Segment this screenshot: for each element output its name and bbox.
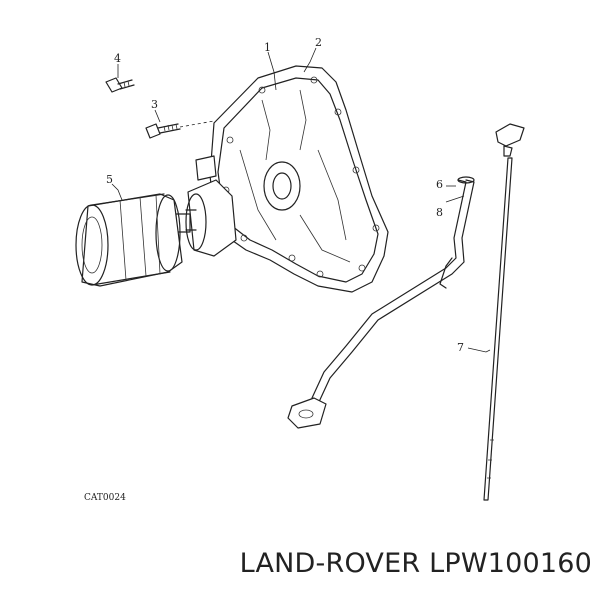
dipstick-tube bbox=[287, 176, 475, 429]
callout-3: 3 bbox=[151, 98, 158, 111]
bolt-3 bbox=[145, 123, 181, 139]
dipstick bbox=[483, 123, 525, 501]
callout-7: 7 bbox=[457, 341, 464, 354]
callout-4: 4 bbox=[114, 52, 121, 65]
oil-pump-housing bbox=[195, 65, 389, 293]
catalog-reference: CAT0024 bbox=[84, 493, 126, 503]
callout-2: 2 bbox=[315, 36, 322, 49]
callout-8: 8 bbox=[436, 206, 443, 219]
callout-1: 1 bbox=[264, 41, 271, 54]
bolt-4 bbox=[105, 77, 135, 93]
callout-labels: 1 2 3 4 5 6 7 8 bbox=[106, 36, 464, 354]
filter-mount-stub bbox=[175, 179, 237, 257]
brand-part-number: LAND-ROVER LPW100160 bbox=[239, 548, 592, 579]
callout-6: 6 bbox=[436, 178, 443, 191]
leader-lines bbox=[111, 47, 491, 353]
oil-filter bbox=[75, 193, 183, 287]
callout-5: 5 bbox=[106, 173, 113, 186]
